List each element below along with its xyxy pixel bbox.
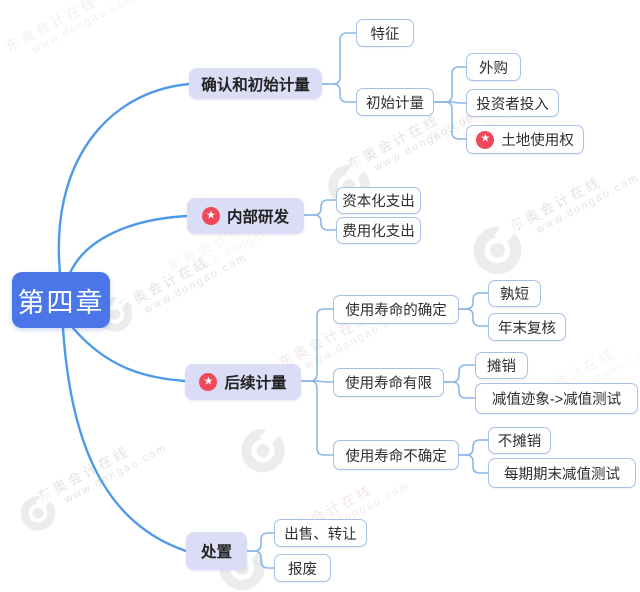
node-purchased[interactable]: 外购 (466, 53, 521, 81)
node-label: 投资者投入 (476, 96, 549, 113)
node-subsequent-measurement[interactable]: ★ 后续计量 (185, 364, 301, 400)
node-capitalized-expenditure[interactable]: 资本化支出 (336, 187, 421, 214)
node-label: 使用寿命不确定 (345, 448, 447, 465)
node-label: 土地使用权 (501, 133, 574, 149)
connector-line (299, 380, 334, 383)
node-disposal[interactable]: 处置 (186, 532, 247, 570)
node-impairment-indication-test[interactable]: 减值迹象->减值测试 (475, 383, 638, 414)
node-label: 年末复核 (498, 320, 556, 337)
root-topic[interactable]: 第四章 (12, 272, 110, 328)
node-year-end-review[interactable]: 年末复核 (488, 313, 566, 341)
dongao-logo-icon (473, 221, 522, 275)
connector-line (458, 292, 489, 310)
node-recognition-initial-measurement[interactable]: 确认和初始计量 (189, 68, 322, 99)
node-label: 减值迹象->减值测试 (491, 392, 622, 408)
node-characteristics[interactable]: 特征 (356, 19, 414, 47)
connector-line (433, 66, 467, 103)
node-label: 确认和初始计量 (201, 76, 310, 94)
connector-line (246, 550, 275, 569)
connector-line (68, 214, 189, 275)
star-glyph: ★ (480, 132, 491, 145)
star-icon: ★ (199, 373, 218, 391)
connector-line (458, 454, 489, 474)
connector-line (71, 326, 187, 383)
node-investor-contribution[interactable]: 投资者投入 (466, 89, 559, 117)
connector-line (61, 326, 188, 553)
node-label: 使用寿命的确定 (345, 303, 447, 319)
node-label: 出售、转让 (284, 526, 357, 543)
connector-line (443, 364, 476, 383)
connector-line (433, 101, 467, 104)
node-label: 不摊销 (497, 434, 542, 450)
node-label: 使用寿命有限 (345, 376, 432, 392)
connector-line (299, 308, 334, 382)
connector-line (302, 199, 337, 216)
connector-line (302, 214, 337, 231)
node-label: 外购 (479, 60, 508, 77)
connector-line (458, 439, 489, 456)
star-icon: ★ (201, 207, 220, 225)
node-label: 特征 (370, 26, 400, 43)
connector-line (443, 381, 476, 399)
node-label: 费用化支出 (342, 224, 415, 240)
node-finite-useful-life[interactable]: 使用寿命有限 (333, 368, 444, 397)
root-topic-label: 第四章 (17, 287, 105, 318)
node-label: 孰短 (500, 287, 529, 303)
connector-line (321, 32, 357, 85)
dongao-logo-icon (241, 424, 285, 473)
node-useful-life-determination[interactable]: 使用寿命的确定 (333, 295, 459, 324)
node-shorter-of[interactable]: 孰短 (488, 280, 541, 307)
node-label: 内部研发 (226, 209, 289, 226)
connector-line (246, 532, 275, 552)
node-indefinite-useful-life[interactable]: 使用寿命不确定 (333, 440, 459, 470)
node-label: 摊销 (487, 359, 516, 375)
connector-line (458, 308, 489, 327)
star-glyph: ★ (206, 209, 216, 221)
node-label: 处置 (200, 544, 232, 561)
node-label: 资本化支出 (342, 194, 415, 210)
star-glyph: ★ (203, 375, 214, 387)
node-periodic-impairment-test[interactable]: 每期期末减值测试 (488, 458, 636, 488)
connector-line (321, 83, 357, 103)
node-expensed-expenditure[interactable]: 费用化支出 (336, 217, 421, 244)
node-land-use-right[interactable]: ★ 土地使用权 (466, 125, 584, 154)
node-label: 报废 (288, 561, 317, 578)
node-initial-measurement[interactable]: 初始计量 (356, 88, 434, 116)
node-no-amortization[interactable]: 不摊销 (488, 427, 551, 454)
node-label: 每期期末减值测试 (504, 466, 620, 483)
dongao-logo-icon (20, 492, 56, 531)
connector-line (57, 82, 191, 275)
star-icon: ★ (476, 130, 495, 149)
node-label: 初始计量 (366, 95, 424, 112)
node-label: 后续计量 (224, 375, 287, 392)
node-scrap[interactable]: 报废 (274, 554, 331, 582)
node-amortization[interactable]: 摊销 (475, 352, 528, 379)
node-sale-transfer[interactable]: 出售、转让 (274, 519, 367, 547)
connector-line (299, 380, 334, 456)
node-internal-rd[interactable]: ★ 内部研发 (187, 198, 304, 234)
connector-line (433, 101, 467, 140)
